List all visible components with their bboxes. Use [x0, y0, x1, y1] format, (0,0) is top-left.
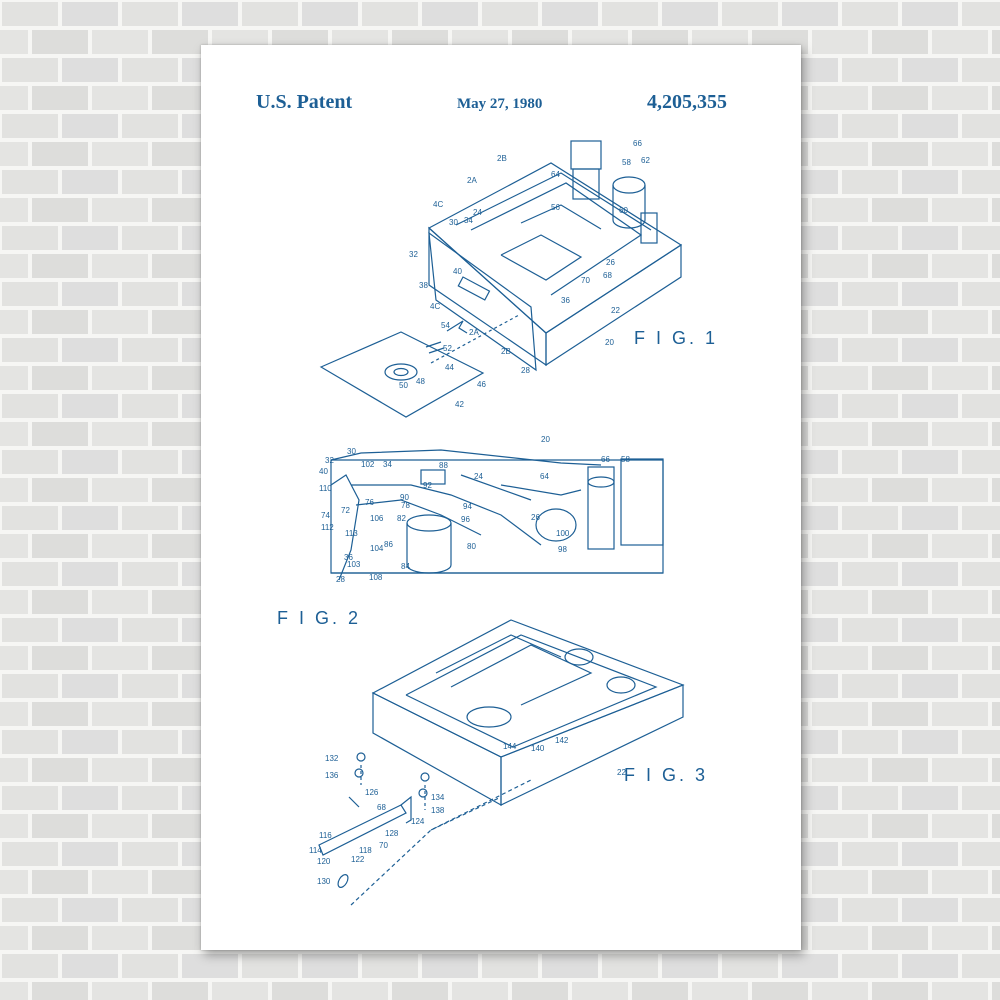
- fig1-callout: 38: [419, 281, 428, 290]
- fig1-callout: 2B: [497, 154, 507, 163]
- patent-number: 4,205,355: [647, 91, 727, 113]
- fig1-callout: 22: [611, 306, 620, 315]
- figure-3-label: F I G. 3: [624, 765, 709, 785]
- fig1-callout: 50: [399, 381, 408, 390]
- fig1-callout: 32: [409, 250, 418, 259]
- fig1-callout: 54: [441, 321, 450, 330]
- fig1-callout: 64: [551, 170, 560, 179]
- fig1-callout: 58: [622, 158, 631, 167]
- fig1-callout: 48: [416, 377, 425, 386]
- fig1-callout: 62: [641, 156, 650, 165]
- fig1-callout: 28: [521, 366, 530, 375]
- figure-2-label: F I G. 2: [277, 608, 362, 628]
- fig1-callout: 44: [445, 363, 454, 372]
- fig1-callout: 2A: [469, 328, 479, 337]
- fig1-callout: 56: [551, 203, 560, 212]
- fig1-callout: 20: [605, 338, 614, 347]
- fig1-callout: 42: [455, 400, 464, 409]
- fig1-callout: 70: [581, 276, 590, 285]
- fig1-callout: 30: [449, 218, 458, 227]
- patent-date: May 27, 1980: [457, 96, 543, 112]
- fig1-callout: 2A: [467, 176, 477, 185]
- fig1-callout: 4C: [430, 302, 440, 311]
- figure-1-label: F I G. 1: [634, 328, 719, 348]
- fig1-callout: 52: [443, 344, 452, 353]
- patent-label: U.S. Patent: [256, 91, 353, 113]
- patent-poster: U.S. Patent May 27, 1980 4,205,355: [201, 45, 801, 950]
- fig1-callout: 66: [633, 139, 642, 148]
- fig1-callout: 68: [603, 271, 612, 280]
- fig1-callout: 40: [453, 267, 462, 276]
- fig1-callout: 4C: [433, 200, 443, 209]
- fig1-callout: 24: [473, 208, 482, 217]
- fig1-callout: 46: [477, 380, 486, 389]
- fig1-callout: 34: [464, 216, 473, 225]
- fig1-callout: 60: [619, 206, 628, 215]
- fig1-callout: 2B: [501, 347, 511, 356]
- fig1-callout: 36: [561, 296, 570, 305]
- fig1-callout: 26: [606, 258, 615, 267]
